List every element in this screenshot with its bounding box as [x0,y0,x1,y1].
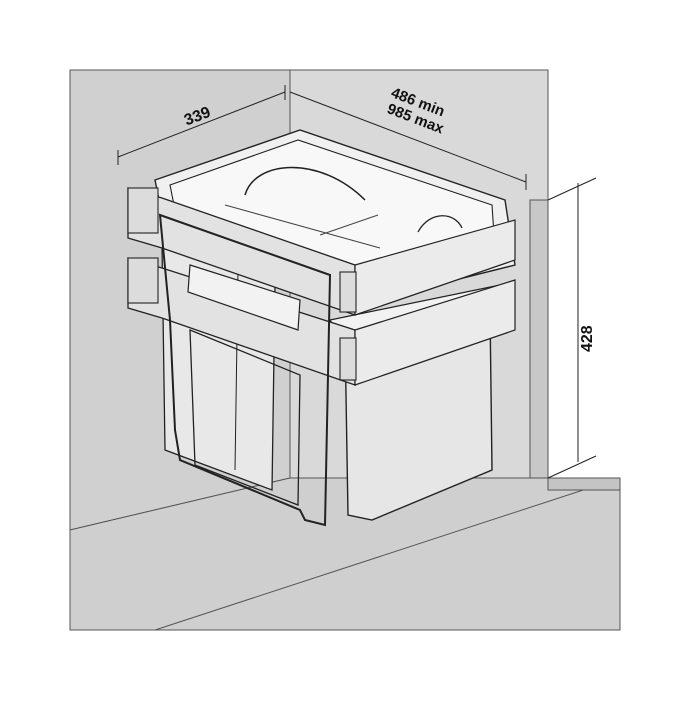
bracket-right-upper [339,271,357,313]
bracket-lower [127,257,159,304]
dimension-height-label: 428 [579,325,596,352]
cabinet-base-front [547,477,621,491]
tray-handle-left [244,166,366,201]
cabinet-right-panel [529,199,549,479]
floor-edge [154,477,621,631]
front-frame [158,213,332,527]
dimension-height: 428 [547,177,597,479]
bracket-upper [127,187,159,234]
front-frame-opening [189,329,301,506]
frame-slot [187,264,301,331]
tray-handle-right [417,215,463,233]
bracket-right-lower [339,337,357,381]
